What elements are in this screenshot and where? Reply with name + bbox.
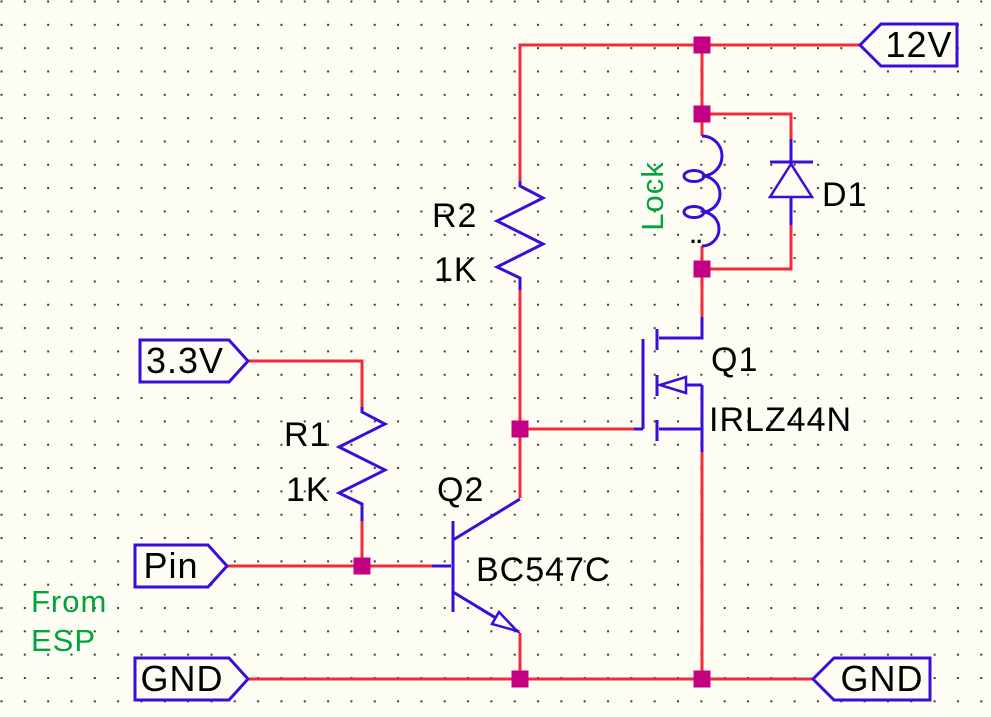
junctions [353, 36, 711, 688]
r2-value[interactable]: 1K [434, 251, 478, 289]
flag-gnd-left[interactable]: GND [133, 656, 251, 702]
junction-dot [511, 420, 529, 438]
r2-designator[interactable]: R2 [432, 197, 477, 235]
wires [227, 43, 860, 681]
annotation-line-1: From [31, 584, 107, 619]
r1-value[interactable]: 1K [286, 471, 330, 509]
flag-pin[interactable]: Pin [133, 543, 230, 589]
flag-label: GND [141, 658, 224, 699]
flag-outline [810, 656, 932, 702]
resistor-r1[interactable]: R1 1K [284, 407, 389, 521]
d1-designator[interactable]: D1 [822, 176, 867, 214]
wire-solenoid-top-to-d1[interactable] [702, 112, 793, 139]
flag-outline [133, 543, 230, 589]
mosfet-q1[interactable]: Q1 IRLZ44N [634, 317, 852, 452]
flag-gnd-right[interactable]: GND [810, 656, 932, 702]
wire-3v3-to-r1[interactable] [248, 359, 364, 407]
q1-part-number[interactable]: IRLZ44N [709, 401, 852, 439]
flag-label: 3.3V [146, 340, 224, 381]
wire-12v-rail[interactable] [518, 43, 860, 181]
coil-loop [682, 205, 706, 219]
resistor-zigzag[interactable] [493, 181, 547, 290]
coil-loop [682, 169, 706, 183]
flag-12v[interactable]: 12V [857, 22, 959, 68]
solenoid-net-label[interactable]: Lock [635, 161, 670, 230]
q2-part-number[interactable]: BC547C [476, 551, 611, 589]
transistor-q2[interactable]: Q2 BC547C [432, 471, 611, 634]
q2-designator[interactable]: Q2 [437, 471, 484, 509]
flag-3v3[interactable]: 3.3V [138, 338, 251, 384]
junction-dot [693, 105, 711, 123]
mosfet-body-lead [686, 383, 704, 429]
flag-label: Pin [143, 545, 198, 586]
bjt-emitter-arrow [490, 609, 522, 634]
junction-dot [511, 670, 529, 688]
flag-label: 12V [885, 24, 952, 65]
solenoid-pin-dots: .. [690, 223, 702, 248]
solenoid-coil[interactable]: Lock .. [635, 134, 724, 248]
mosfet-source-lead [659, 427, 704, 452]
flag-label: GND [841, 658, 924, 699]
flag-outline [857, 22, 959, 68]
diode-triangle [767, 161, 815, 199]
q1-designator[interactable]: Q1 [711, 341, 758, 379]
junction-dot [693, 36, 711, 54]
r1-designator[interactable]: R1 [284, 416, 329, 454]
flag-outline [133, 656, 251, 702]
mosfet-body-arrow [655, 375, 688, 395]
annotation-from-esp[interactable]: From ESP [31, 584, 107, 658]
junction-dot [693, 260, 711, 278]
bjt-collector [452, 497, 521, 542]
annotation-line-2: ESP [31, 623, 96, 658]
mosfet-drain-lead [659, 317, 704, 340]
junction-dot [693, 670, 711, 688]
wire-d1-to-solenoid-bottom[interactable] [702, 225, 793, 271]
resistor-r2[interactable]: R2 1K [432, 181, 547, 290]
junction-dot [353, 557, 371, 575]
resistor-zigzag[interactable] [335, 407, 389, 521]
diode-d1[interactable]: D1 [767, 139, 867, 225]
coil-arcs[interactable] [701, 134, 724, 248]
flag-outline [138, 338, 251, 384]
